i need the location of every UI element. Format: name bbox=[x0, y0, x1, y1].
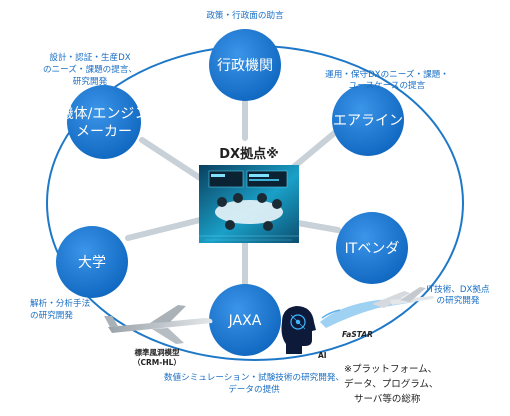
caption-jaxa-line2: データの提供 bbox=[228, 383, 280, 395]
node-jaxa-label: JAXA bbox=[228, 313, 262, 329]
caption-maker-line3: 研究開発 bbox=[73, 75, 108, 87]
fastar-airplane-icon bbox=[320, 287, 434, 328]
caption-airline-line2: ユースケースの提言 bbox=[349, 79, 426, 91]
caption-univ-line2: の研究開発 bbox=[30, 309, 73, 321]
note-line3: サーバ等の総称 bbox=[354, 393, 421, 405]
node-it-vendor-label: ITベンダ bbox=[345, 241, 400, 257]
model-label-line2: （CRM-HL） bbox=[133, 357, 181, 367]
node-airline-label: エアライン bbox=[333, 113, 403, 129]
spoke-maker bbox=[139, 137, 203, 181]
hub-title: DX拠点※ bbox=[219, 146, 278, 162]
node-university: 大学 bbox=[56, 226, 128, 298]
model-label-line1: 標準風洞模型 bbox=[135, 347, 180, 357]
spoke-it bbox=[289, 219, 341, 233]
airplane-model-icon bbox=[104, 305, 213, 344]
node-maker-label-line1: 機体/エンジン bbox=[60, 106, 149, 122]
node-airline: エアライン bbox=[332, 84, 404, 156]
node-maker: 機体/エンジン メーカー bbox=[60, 85, 149, 159]
node-jaxa: JAXA bbox=[209, 284, 281, 356]
node-maker-label-line2: メーカー bbox=[76, 124, 132, 140]
caption-maker-line2: のニーズ・課題の提言、 bbox=[43, 63, 137, 75]
note-line1: ※プラットフォーム、 bbox=[344, 364, 437, 375]
spoke-university bbox=[125, 217, 203, 241]
note-line2: データ、プログラム、 bbox=[344, 378, 438, 390]
ai-head-icon bbox=[281, 306, 316, 354]
ai-label: AI bbox=[318, 351, 327, 360]
hub-image bbox=[199, 165, 299, 243]
caption-maker-line1: 設計・認証・生産DX bbox=[49, 51, 130, 63]
spoke-airline bbox=[287, 127, 341, 173]
fastar-label: FaSTAR bbox=[342, 330, 373, 339]
node-gyosei-label: 行政機関 bbox=[217, 58, 273, 74]
node-gyosei: 行政機関 bbox=[209, 29, 281, 101]
caption-it-line2: の研究開発 bbox=[437, 294, 480, 306]
caption-univ-line1: 解析・分析手法 bbox=[30, 297, 91, 309]
node-university-label: 大学 bbox=[78, 255, 106, 271]
caption-it-line1: IT技術、DX拠点 bbox=[426, 283, 490, 295]
spokes bbox=[125, 92, 341, 293]
node-it-vendor: ITベンダ bbox=[336, 212, 408, 284]
caption-airline-line1: 運用・保守DXのニーズ・課題・ bbox=[325, 68, 449, 80]
caption-gyosei: 政策・行政面の助言 bbox=[206, 9, 284, 21]
caption-jaxa-line1: 数値シミュレーション・試験技術の研究開発、 bbox=[164, 371, 344, 383]
